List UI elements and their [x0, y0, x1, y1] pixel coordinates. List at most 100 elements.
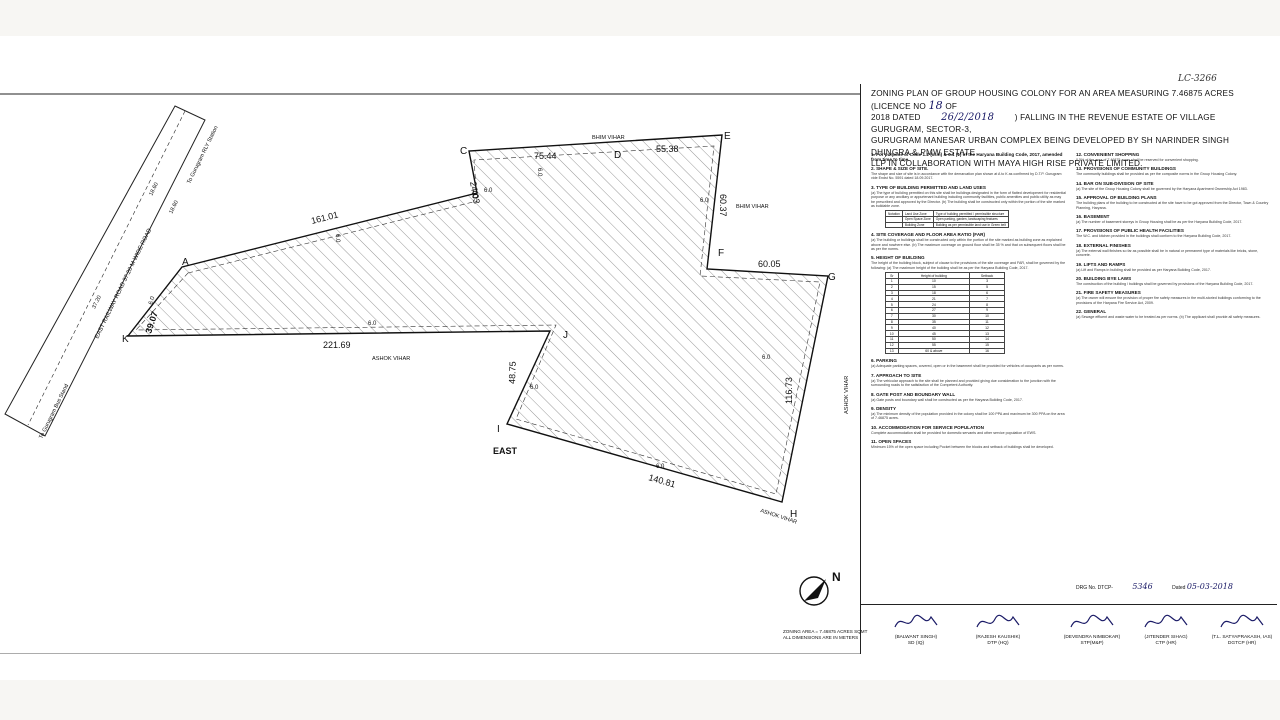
signatory-title: DTP (HQ) — [987, 641, 1009, 646]
dim-bc: 24.03 — [468, 181, 482, 205]
bottom-margin — [0, 680, 1280, 720]
title-line-4: LLP IN COLLABORATION WITH MAYA HIGH RISE… — [871, 159, 1143, 168]
doc-stamp: LC-3266 — [1178, 74, 1217, 84]
section-heading: 12. CONVENIENT SHOPPING — [1076, 152, 1140, 157]
drawing-sheet: A B C D E F G H I J K 161.01 24.03 75.44… — [0, 84, 1280, 654]
section-heading: 6. PARKING — [871, 358, 897, 364]
section-heading: 10. ACCOMMODATION FOR SERVICE POPULATION — [871, 424, 984, 430]
section-heading: 15. APPROVAL OF BUILDING PLANS — [1076, 195, 1157, 201]
conditions-text: 1. For purpose of Code 1.2 (xcvi) & 6.1 … — [871, 148, 1271, 578]
dim-ab: 161.01 — [310, 210, 339, 226]
setback-marker: 6.0 — [334, 234, 340, 243]
drg-dated-label: Dated — [1172, 585, 1186, 591]
drg-number: 5346 — [1132, 582, 1153, 591]
signatory-title: STP(M&P) — [1080, 641, 1104, 646]
label-east: EAST — [493, 446, 518, 456]
signatory-title: DGTCP (HR) — [1227, 641, 1257, 646]
section-heading: 14. BAR ON SUB-DIVISION OF SITE — [1076, 180, 1154, 186]
label-north: N — [832, 570, 841, 584]
vertex-f: F — [718, 248, 724, 259]
section-body: (a) The site of the Group Housing Colony… — [1076, 186, 1248, 191]
section-body: Complete accommodation shall be provided… — [871, 430, 1037, 435]
setback-marker: 6.0 — [762, 355, 771, 361]
vertex-h: H — [790, 509, 797, 520]
signatory: (JITENDER SIHAG)CTP (HR) — [1131, 614, 1201, 647]
section-body: (a) Sewage effluent and waste water to b… — [1076, 315, 1261, 320]
signature-scribble — [976, 614, 1020, 628]
north-arrow-icon — [804, 579, 826, 601]
signatory-title: CTP (HR) — [1155, 641, 1177, 646]
drawing-number: DRG No. DTCP- 5346 Dated 05-03-2018 — [1076, 582, 1233, 591]
section-heading: 3. TYPE OF BUILDING PERMITTED AND LAND U… — [871, 184, 986, 190]
road-width: 18.60 — [168, 200, 180, 215]
dim-ef: 60.37 — [718, 194, 728, 217]
section-body: The building plans of the building to be… — [1076, 201, 1269, 210]
title-dated: 2018 DATED — [871, 113, 921, 122]
section-heading: 4. SITE COVERAGE AND FLOOR AREA RATIO (F… — [871, 232, 985, 238]
vertex-e: E — [724, 131, 731, 142]
section-heading: 22. GENERAL — [1076, 309, 1107, 315]
north-arrow-circle — [799, 576, 829, 606]
drg-label: DRG No. DTCP- — [1076, 585, 1113, 591]
section-heading: 7. APPROACH TO SITE — [871, 372, 922, 378]
site-plan: A B C D E F G H I J K 161.01 24.03 75.44… — [0, 93, 860, 654]
conditions-column-left: 1. For purpose of Code 1.2 (xcvi) & 6.1 … — [871, 148, 1066, 578]
title-line-3: GURUGRAM MANESAR URBAN COMPLEX BEING DEV… — [871, 136, 1230, 157]
signature-block: (BALWANT SINGH)SD (IQ)(RAJESH KAUSHIK)DT… — [861, 604, 1277, 655]
vertex-k: K — [122, 334, 129, 345]
table-cell: 16 — [969, 347, 1005, 355]
drg-date: 05-03-2018 — [1186, 582, 1233, 591]
signatory-name: (JITENDER SIHAG) — [1144, 635, 1188, 640]
table-cell: 13 — [885, 347, 899, 355]
signatory: (DEVENDRA NIMBOKAR)STP(M&P) — [1057, 614, 1127, 647]
licence-date: 26/2/2018 — [941, 112, 995, 123]
table-cell: Open parking, garden, landscaping featur… — [932, 216, 1009, 223]
section-body: The community buildings shall be provide… — [1076, 172, 1238, 177]
table-cell — [885, 221, 903, 229]
section-body: 0.5% of the area of 7.46875 acres shall … — [1076, 158, 1199, 162]
title-of: OF — [945, 101, 958, 111]
section-heading: 1. For purpose of Code 1.2 (xcvi) & 6.1 … — [871, 152, 1063, 162]
signatory: (RAJESH KAUSHIK)DTP (HQ) — [963, 614, 1033, 647]
section-body: (a) The external wall finishes so far as… — [1076, 248, 1259, 258]
section-body: Minimum 15% of the open space including … — [871, 445, 1054, 450]
signatory-title: SD (IQ) — [907, 641, 925, 646]
vertex-i: I — [497, 424, 500, 435]
table-cell: Open Space Zone — [901, 216, 934, 223]
zoning-area-note: ZONING AREA = 7.46875 ACRES SQMT — [783, 629, 868, 634]
vertex-j: J — [563, 330, 568, 341]
signatory-name: (T.L. SATYAPRAKASH, IAS) — [1211, 635, 1273, 640]
road-label-bus: To Gurugram Bus Stand — [38, 383, 70, 440]
dim-fg: 60.05 — [758, 259, 781, 269]
setback-marker: 6.0 — [530, 385, 539, 391]
setback-marker: 6.0 — [700, 198, 709, 204]
section-heading: 19. LIFTS AND RAMPS — [1076, 261, 1126, 267]
setback-marker: 6.0 — [148, 295, 156, 305]
section-heading: 18. EXTERNAL FINISHES — [1076, 242, 1131, 248]
table-cell: Building Zone — [901, 221, 934, 229]
section-body: The W.C. and kitchen provided in the bui… — [1076, 234, 1232, 239]
signature-scribble — [894, 614, 938, 628]
section-body: (a) The minimum density of the populatio… — [871, 412, 1065, 421]
setback-marker: 6.0 — [536, 168, 542, 177]
section-heading: 9. DENSITY — [871, 406, 897, 412]
title-line-2: ) FALLING IN THE REVENUE ESTATE OF VILLA… — [871, 113, 1216, 134]
licence-number: 18 — [928, 98, 943, 112]
vertex-b: B — [472, 190, 479, 201]
section-heading: 20. BUILDING BYE LAWS — [1076, 276, 1132, 282]
site-boundary — [126, 134, 829, 503]
signature-scribble — [1070, 614, 1114, 628]
dim-cd: 75.44 — [534, 151, 557, 161]
vertex-d: D — [614, 150, 621, 161]
label-bhim-vihar-right: BHIM VIHAR — [736, 204, 769, 210]
setback-marker: 6.0 — [656, 464, 665, 470]
signature-scribble — [1144, 614, 1188, 628]
title-line-1: ZONING PLAN OF GROUP HOUSING COLONY FOR … — [871, 89, 1234, 111]
section-body: (a) The type of building permitted on th… — [871, 190, 1066, 209]
table-cell: Building as per permissible land use in … — [932, 221, 1009, 229]
section-body: (a) Gate posts and boundary wall shall b… — [871, 397, 1023, 402]
